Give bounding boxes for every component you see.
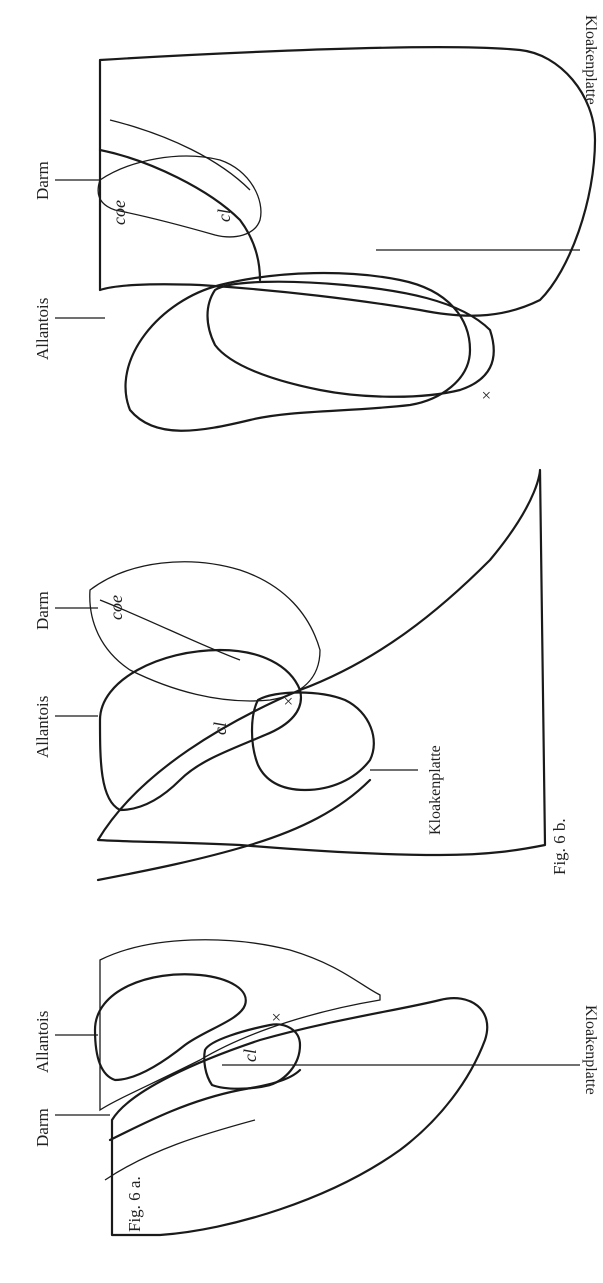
fig6a-caption: Fig. 6 a. — [125, 1176, 144, 1232]
fig6a-allantois-outline — [95, 974, 246, 1080]
fig6a-kloakenplatte-label: Kloakenplatte — [582, 1005, 599, 1095]
fig6b-caption: Fig. 6 b. — [550, 818, 569, 875]
fig6b-cl-label: cl — [210, 722, 230, 735]
fig6b-kloakenplatte — [252, 693, 374, 791]
figure-6a: Allantois Darm Kloakenplatte Fig. 6 a. c… — [33, 940, 599, 1235]
fig6b-darm-label: Darm — [33, 591, 52, 630]
fig6a-allantois-label: Allantois — [33, 1011, 52, 1073]
fig6c-allantois-label: Allantois — [33, 298, 52, 360]
fig6b-striped-body — [98, 470, 545, 855]
fig6b-kloakenplatte-label: Kloakenplatte — [427, 745, 444, 835]
fig6c-striped-body — [100, 47, 595, 316]
fig6b-cloaca-line — [98, 780, 370, 880]
fig6c-kloakenplatte-label: Kloakenplatte — [582, 15, 599, 105]
fig6b-allantois-outline — [100, 650, 301, 810]
fig6a-striped-body — [112, 998, 487, 1235]
fig6b-allantois-label: Allantois — [33, 696, 52, 758]
fig6b-x-mark: × — [279, 696, 298, 706]
fig6c-coe-label: coe — [109, 200, 129, 225]
fig6a-gut-line — [105, 1120, 255, 1180]
fig6a-darm-label: Darm — [33, 1108, 52, 1147]
fig6c-x-mark: × — [477, 390, 496, 400]
fig6c-darm-label: Darm — [33, 161, 52, 200]
fig6a-cloaca-line — [110, 1070, 300, 1140]
fig6a-dotted-region — [100, 940, 380, 1110]
fig6a-cl-label: cl — [240, 1049, 260, 1062]
figure-6b: Allantois Darm Kloakenplatte Fig. 6 b. c… — [33, 470, 569, 880]
fig6b-coe-label: coe — [106, 595, 126, 620]
fig6a-x-mark: × — [267, 1012, 286, 1022]
fig6c-cl-label: cl — [214, 209, 234, 222]
figure-6c: Allantois Darm Kloakenplatte coe cl × — [33, 15, 599, 431]
fig6b-dotted-region — [90, 562, 320, 701]
